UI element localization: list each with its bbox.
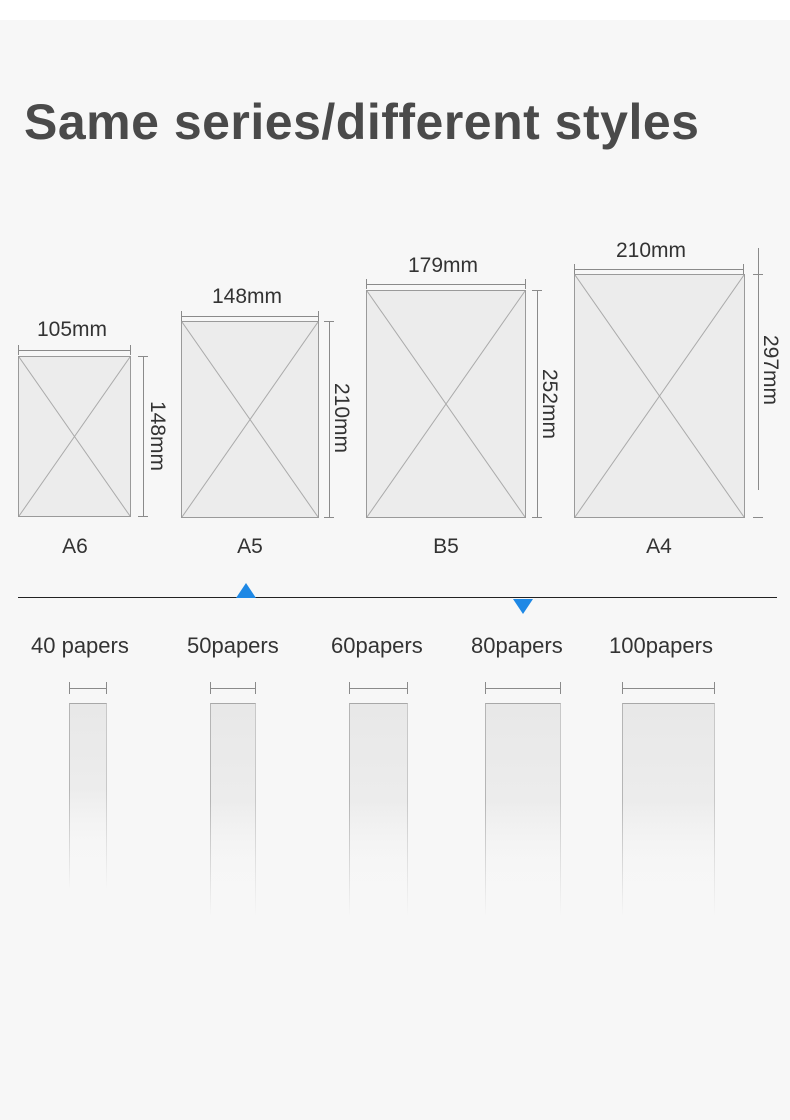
- a4-sheet: [574, 274, 745, 518]
- paper-stack-80: [484, 703, 562, 917]
- a5-height-label: 210mm: [330, 382, 353, 454]
- paper-count-40: 40 papers: [31, 633, 129, 658]
- a6-width-dimension: [18, 344, 131, 356]
- b5-size-name: B5: [433, 535, 459, 558]
- marker-up-icon: [236, 583, 256, 598]
- a4-height-label: 297mm: [759, 334, 782, 406]
- paper-count-100: 100papers: [609, 633, 713, 658]
- a4-width-dimension: [574, 263, 744, 275]
- paper-count-80: 80papers: [471, 633, 563, 658]
- content-panel: [0, 20, 790, 1120]
- stack-80-thickness-dimension: [485, 682, 561, 694]
- section-divider: [18, 597, 777, 598]
- a4-height-dimension-bottom-cap: [752, 512, 764, 518]
- b5-sheet: [366, 290, 526, 518]
- stack-100-thickness-dimension: [622, 682, 715, 694]
- a6-height-dimension: [137, 356, 149, 517]
- b5-width-label: 179mm: [408, 254, 479, 277]
- stack-60-thickness-dimension: [349, 682, 408, 694]
- b5-width-dimension: [366, 278, 526, 290]
- paper-stack-60: [348, 703, 409, 917]
- stack-40-thickness-dimension: [69, 682, 107, 694]
- a5-width-dimension: [181, 310, 319, 322]
- a5-size-name: A5: [237, 535, 263, 558]
- a6-sheet: [18, 356, 131, 517]
- b5-height-dimension: [531, 290, 543, 518]
- paper-stack-40: [68, 703, 108, 890]
- a4-width-label: 210mm: [616, 239, 687, 262]
- marker-down-icon: [513, 599, 533, 614]
- paper-stack-100: [621, 703, 716, 917]
- a5-sheet: [181, 321, 319, 518]
- a4-size-name: A4: [646, 535, 672, 558]
- paper-count-50: 50papers: [187, 633, 279, 658]
- a5-width-label: 148mm: [212, 285, 283, 308]
- paper-stack-50: [209, 703, 257, 917]
- a4-height-dimension: [752, 248, 764, 490]
- paper-count-60: 60papers: [331, 633, 423, 658]
- stack-50-thickness-dimension: [210, 682, 256, 694]
- a6-width-label: 105mm: [37, 318, 108, 341]
- a6-height-label: 148mm: [146, 400, 169, 472]
- a6-size-name: A6: [62, 535, 88, 558]
- page-title: Same series/different styles: [24, 94, 700, 150]
- b5-height-label: 252mm: [538, 368, 561, 440]
- a5-height-dimension: [323, 321, 335, 518]
